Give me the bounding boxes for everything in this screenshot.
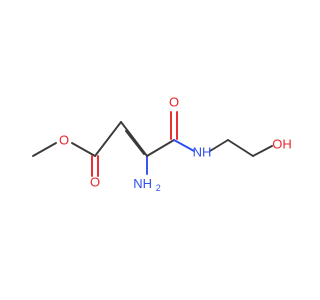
bond-ch2-ch2: [227, 139, 254, 157]
bond-n-ch2: [209, 139, 229, 152]
bond-c4-n: [173, 139, 195, 152]
molecule-structure-diagram: O O O NH 2 NH OH: [32, 94, 292, 193]
bond-c2-c3: [120, 121, 148, 157]
amino-group-subscript: 2: [156, 183, 161, 193]
bond-o-c1: [71, 142, 96, 157]
ester-carbonyl-oxygen-label: O: [90, 174, 100, 189]
amino-group-main: NH: [133, 176, 152, 191]
bond-c3-c4: [146, 139, 175, 157]
amide-nitrogen-label: NH: [193, 144, 212, 159]
bond-c2-c3-double: [125, 130, 145, 155]
ester-oxygen-label: O: [59, 132, 69, 147]
hydroxyl-label: OH: [272, 136, 292, 151]
bond-ch2-oh: [252, 145, 273, 157]
amide-carbonyl-oxygen-label: O: [169, 94, 179, 109]
bond-c1-c2: [94, 121, 122, 157]
amino-group-label: NH 2: [133, 176, 160, 193]
bond-methyl-o: [32, 142, 57, 157]
